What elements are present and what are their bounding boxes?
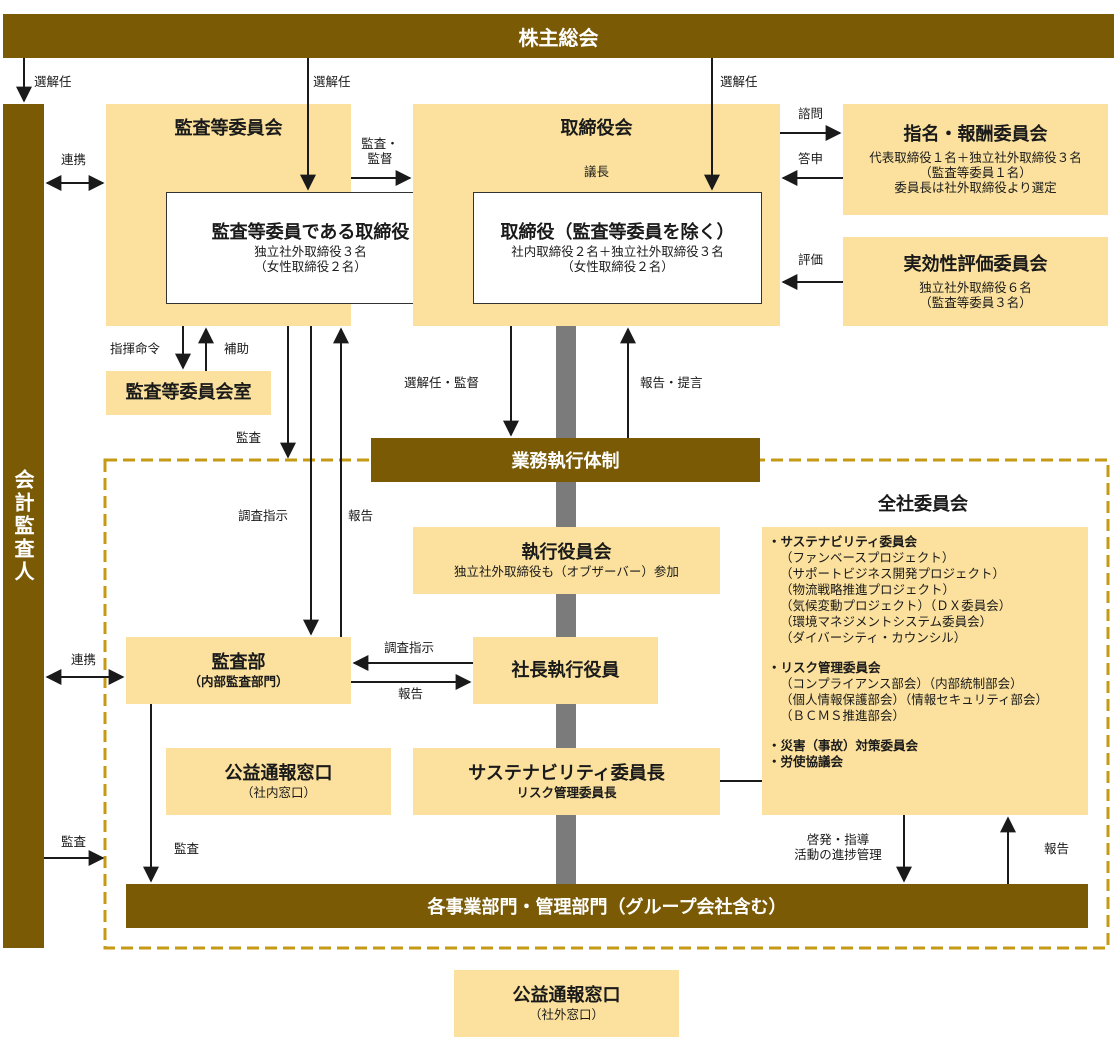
execution-dashed-border: [103, 458, 1110, 950]
label-assist: 補助: [224, 341, 250, 356]
internal-audit-title: 監査部: [211, 652, 266, 673]
effectiveness-title: 実効性評価委員会: [903, 253, 1048, 275]
sustainability-committee: ・サステナビリティ委員会: [768, 534, 918, 549]
g2-item: （個人情報保護部会）（情報セキュリティ部会）: [780, 692, 1049, 707]
label-elect-supervise: 選解任・監督: [404, 375, 480, 390]
label-report-back: 答申: [798, 151, 824, 166]
label-elect-1: 選解任: [34, 74, 72, 89]
nomination-line3: 委員長は社外取締役より選定: [894, 180, 1057, 195]
whistle-internal-line1: （社内窓口）: [240, 785, 316, 800]
audit-directors-title: 監査等委員である取締役: [211, 222, 410, 243]
directors-title: 取締役（監査等委員を除く）: [500, 222, 735, 243]
whistle-external-line1: （社外窓口）: [528, 1007, 604, 1022]
label-evaluate: 評価: [798, 252, 824, 267]
label-cooperate-2: 連携: [71, 652, 97, 667]
g2-item: （ＢＣＭＳ推進部会）: [780, 708, 906, 723]
executive-officers-line1: 独立社外取締役も（オブザーバー）参加: [454, 564, 679, 579]
audit-committee-office: 監査等委員会室: [106, 371, 271, 415]
executive-officers-meeting: 執行役員会 独立社外取締役も（オブザーバー）参加: [413, 527, 720, 594]
g1-item: （気候変動プロジェクト）（ＤＸ委員会）: [780, 598, 1012, 613]
g1-item: （物流戦略推進プロジェクト）: [780, 582, 956, 597]
audit-directors-line1: 独立社外取締役３名: [254, 244, 367, 259]
companywide-committees-title: 全社委員会: [878, 494, 968, 515]
label-investigate-2: 調査指示: [384, 640, 435, 655]
label-consult: 諮問: [798, 106, 824, 121]
companywide-committees-box: ・サステナビリティ委員会 （ファンベースプロジェクト） （サポートビジネス開発プ…: [762, 527, 1088, 815]
president-title: 社長執行役員: [511, 659, 620, 681]
risk-management-committee: ・リスク管理委員会: [768, 660, 881, 675]
effectiveness-line2: （監査等委員３名）: [919, 294, 1032, 310]
g1-item: （ファンベースプロジェクト）: [780, 550, 955, 565]
disaster-committee: ・災害（事故）対策委員会: [768, 738, 919, 753]
accounting-auditor: 会計監査人: [3, 104, 44, 948]
labor-council: ・労使協議会: [768, 754, 844, 769]
directors-line2: （女性取締役２名）: [561, 259, 674, 274]
label-audit-1: 監査: [236, 430, 262, 445]
label-report-3: 報告: [1044, 841, 1070, 856]
label-elect-2: 選解任: [313, 74, 351, 89]
sustain-chair-line1: リスク管理委員長: [516, 785, 617, 800]
business-divisions: 各事業部門・管理部門（グループ会社含む）: [126, 884, 1088, 928]
effectiveness-evaluation-committee: 実効性評価委員会 独立社外取締役６名 （監査等委員３名）: [843, 237, 1108, 326]
sustain-chair-title: サステナビリティ委員長: [468, 763, 665, 784]
business-execution-system: 業務執行体制: [371, 438, 760, 482]
label-report-propose: 報告・提言: [640, 375, 703, 390]
business-divisions-label: 各事業部門・管理部門（グループ会社含む）: [427, 897, 787, 918]
accounting-auditor-label: 会計監査人: [11, 468, 35, 584]
g1-item: （サポートビジネス開発プロジェクト）: [780, 566, 1006, 581]
business-execution-system-label: 業務執行体制: [511, 451, 620, 472]
audit-directors-box: 監査等委員である取締役 独立社外取締役３名 （女性取締役２名）: [166, 192, 455, 304]
whistle-external-title: 公益通報窓口: [512, 985, 621, 1006]
nomination-line2: （監査等委員１名）: [919, 165, 1032, 180]
g1-item: （環境マネジメントシステム委員会）: [780, 614, 993, 629]
shareholders-meeting: 株主総会: [3, 14, 1114, 58]
label-command: 指揮命令: [110, 341, 161, 356]
g1-item: （ダイバーシティ・カウンシル）: [780, 630, 967, 645]
board-chair-label: 議長: [583, 164, 609, 179]
audit-committee-office-title: 監査等委員会室: [125, 382, 252, 403]
directors-line1: 社内取締役２名＋独立社外取締役３名: [511, 244, 724, 259]
effectiveness-line1: 独立社外取締役６名: [919, 279, 1032, 295]
label-elect-3: 選解任: [720, 74, 758, 89]
label-cooperate-1: 連携: [61, 152, 87, 167]
shareholders-meeting-label: 株主総会: [518, 25, 599, 50]
label-audit-2: 監査: [61, 834, 87, 849]
board-title: 取締役会: [560, 118, 633, 139]
directors-box: 取締役（監査等委員を除く） 社内取締役２名＋独立社外取締役３名 （女性取締役２名…: [473, 192, 762, 304]
label-report-1: 報告: [348, 508, 374, 523]
g2-item: （コンプライアンス部会）（内部統制部会）: [780, 676, 1023, 691]
internal-audit-line1: （内部監査部門）: [188, 674, 289, 689]
label-audit-3: 監査: [174, 841, 200, 856]
nomination-line1: 代表取締役１名＋独立社外取締役３名: [869, 150, 1082, 165]
executive-officers-title: 執行役員会: [521, 542, 612, 563]
nomination-title: 指名・報酬委員会: [903, 124, 1048, 145]
label-investigate-1: 調査指示: [238, 508, 289, 523]
label-enlighten: 啓発・指導 活動の進捗管理: [794, 832, 882, 862]
audit-committee-title: 監査等委員会: [174, 118, 283, 139]
label-report-2: 報告: [398, 686, 424, 701]
nomination-compensation-committee: 指名・報酬委員会 代表取締役１名＋独立社外取締役３名 （監査等委員１名） 委員長…: [843, 104, 1108, 215]
sustainability-chair: サステナビリティ委員長 リスク管理委員長: [413, 748, 720, 815]
whistle-internal-title: 公益通報窓口: [224, 763, 333, 784]
internal-audit-dept: 監査部 （内部監査部門）: [126, 637, 351, 704]
audit-directors-line2: （女性取締役２名）: [254, 259, 367, 274]
whistleblowing-external: 公益通報窓口 （社外窓口）: [454, 970, 679, 1037]
whistleblowing-internal: 公益通報窓口 （社内窓口）: [166, 748, 391, 815]
president-executive-officer: 社長執行役員: [473, 637, 658, 704]
label-audit-supervise: 監査・ 監督: [361, 136, 399, 166]
